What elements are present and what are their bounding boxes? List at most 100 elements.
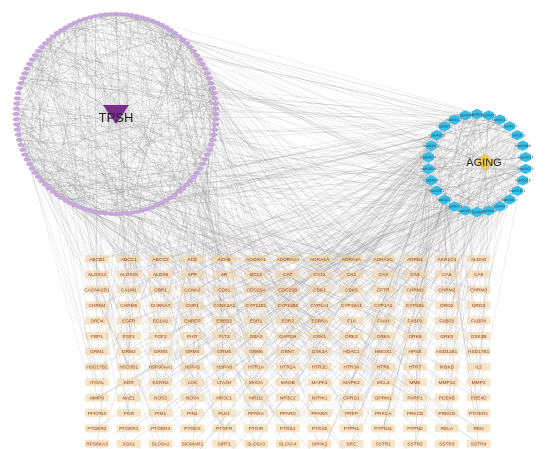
compound-node[interactable] [12, 117, 20, 122]
target-node[interactable]: PIN1 [180, 409, 205, 417]
compound-node[interactable] [16, 137, 23, 142]
compound-node[interactable] [179, 37, 187, 42]
target-node[interactable]: MMP13 [434, 378, 459, 387]
target-node[interactable]: CHRNA7 [148, 301, 173, 310]
compound-node[interactable] [23, 157, 31, 162]
target-node[interactable]: GRM6 [244, 347, 268, 356]
target-node[interactable]: PTPN1 [339, 424, 364, 433]
target-node[interactable]: FBP1 [85, 332, 109, 340]
target-node[interactable]: BCL2 [244, 270, 268, 279]
target-node[interactable]: GSK3A [307, 347, 332, 356]
target-node[interactable]: PTGFR [212, 424, 237, 433]
target-node[interactable]: FHIT [180, 332, 205, 340]
target-node[interactable]: ALOX15 [116, 270, 141, 279]
target-node[interactable]: PTGER3 [116, 424, 141, 433]
compound-node[interactable] [13, 96, 21, 101]
target-node[interactable]: PPARG [307, 409, 332, 417]
compound-node[interactable] [53, 192, 61, 197]
compound-node[interactable] [31, 53, 39, 58]
target-node[interactable]: PREP [339, 409, 364, 417]
target-node[interactable]: ADRA1A [307, 255, 332, 263]
target-node[interactable]: ACHE [212, 255, 237, 263]
pathway-node[interactable]: hsa04015 [518, 163, 534, 175]
target-node[interactable]: PTGER1 [466, 409, 491, 417]
pathway-node[interactable]: hsa05165 [481, 205, 497, 216]
compound-node[interactable] [203, 71, 211, 76]
pathway-node[interactable]: hsa01521 [429, 185, 445, 197]
target-node[interactable]: CDC25B [275, 285, 300, 294]
compound-node[interactable] [25, 62, 33, 67]
target-node[interactable]: PIM1 [148, 409, 173, 417]
target-node[interactable]: HMOX1 [371, 347, 396, 356]
target-node[interactable]: CACNA2D1 [84, 285, 110, 294]
compound-node[interactable] [190, 49, 198, 54]
pathway-node[interactable]: hsa04921 [423, 140, 439, 151]
target-node[interactable]: PLK1 [212, 409, 237, 417]
target-node[interactable]: EGFR [116, 316, 141, 325]
target-node[interactable]: ADRA2C [371, 255, 396, 263]
target-node[interactable]: PGR [116, 409, 141, 417]
target-node[interactable]: HSP90AA1 [148, 362, 173, 371]
target-node[interactable]: CHRM1 [403, 285, 427, 294]
compound-node[interactable] [186, 178, 194, 183]
compound-node[interactable] [14, 132, 22, 137]
target-node[interactable]: GBA2 [244, 332, 268, 340]
target-node[interactable]: CYP1A1 [307, 301, 332, 310]
target-node[interactable]: PPARA [244, 409, 268, 417]
target-node[interactable]: FABP4 [466, 316, 491, 325]
target-node[interactable]: GRM7 [275, 347, 300, 356]
target-node[interactable]: CHRM5 [116, 301, 141, 310]
target-node[interactable]: CFTR [371, 285, 396, 294]
target-node[interactable]: CA12 [307, 270, 332, 279]
target-node[interactable]: HPSE [403, 347, 427, 356]
compound-node[interactable] [190, 174, 198, 179]
compound-node[interactable] [28, 166, 36, 171]
target-node[interactable]: ALDH2 [466, 255, 491, 263]
target-node[interactable]: PARP1 [403, 393, 427, 402]
target-node[interactable]: MAPK1 [307, 378, 332, 387]
target-node[interactable]: KCNH2 [148, 378, 173, 387]
target-node[interactable]: GRM4 [180, 347, 205, 356]
target-node[interactable]: PDE4B [434, 393, 459, 402]
target-node[interactable]: GRK2 [339, 332, 364, 340]
compound-node[interactable] [212, 122, 219, 127]
pathway-node[interactable]: hsa05163 [492, 114, 508, 125]
compound-node[interactable] [12, 111, 20, 116]
target-node[interactable]: CA6 [434, 270, 459, 279]
compound-node[interactable] [67, 22, 75, 27]
target-node[interactable]: HTR3A [339, 362, 364, 371]
target-node[interactable]: GRM1 [85, 347, 109, 356]
target-node[interactable]: NOS2 [148, 393, 173, 402]
compound-node[interactable] [162, 25, 170, 30]
target-node[interactable]: CD81 [212, 285, 237, 294]
compound-node[interactable] [53, 31, 61, 36]
target-node[interactable]: IL2 [466, 362, 491, 371]
compound-node[interactable] [209, 137, 216, 142]
target-node[interactable]: GRM5 [212, 347, 237, 356]
target-node[interactable]: HSD17B1 [466, 347, 491, 356]
target-node[interactable]: MAPK3 [339, 378, 364, 387]
target-node[interactable]: HDAC1 [339, 347, 364, 356]
target-node[interactable]: HSD11B1 [434, 347, 459, 356]
target-node[interactable]: GRK6 [403, 332, 427, 340]
compound-node[interactable] [25, 161, 33, 166]
target-node[interactable]: ITGAL [85, 378, 109, 387]
target-node[interactable]: RPS6KA3 [85, 439, 109, 448]
compound-node[interactable] [49, 189, 57, 194]
pathway-node[interactable]: hsa05200 [469, 108, 485, 120]
compound-node[interactable] [19, 147, 27, 152]
target-node[interactable]: ACE [180, 255, 205, 263]
target-node[interactable]: SIRT1 [212, 439, 237, 448]
compound-node[interactable] [14, 91, 22, 96]
pathway-node[interactable]: hsa04640 [469, 206, 485, 218]
target-node[interactable]: CYP11B2 [275, 301, 300, 310]
target-node[interactable]: ESR2 [275, 316, 300, 325]
compound-node[interactable] [199, 62, 207, 67]
target-node[interactable]: APP [180, 270, 205, 279]
pathway-node[interactable]: hsa04014 [518, 151, 534, 163]
target-node[interactable]: NR3C1 [212, 393, 237, 402]
compound-node[interactable] [201, 157, 209, 162]
compound-node[interactable] [21, 71, 29, 76]
compound-node[interactable] [28, 57, 36, 62]
target-node[interactable]: ERBB2 [212, 316, 237, 325]
